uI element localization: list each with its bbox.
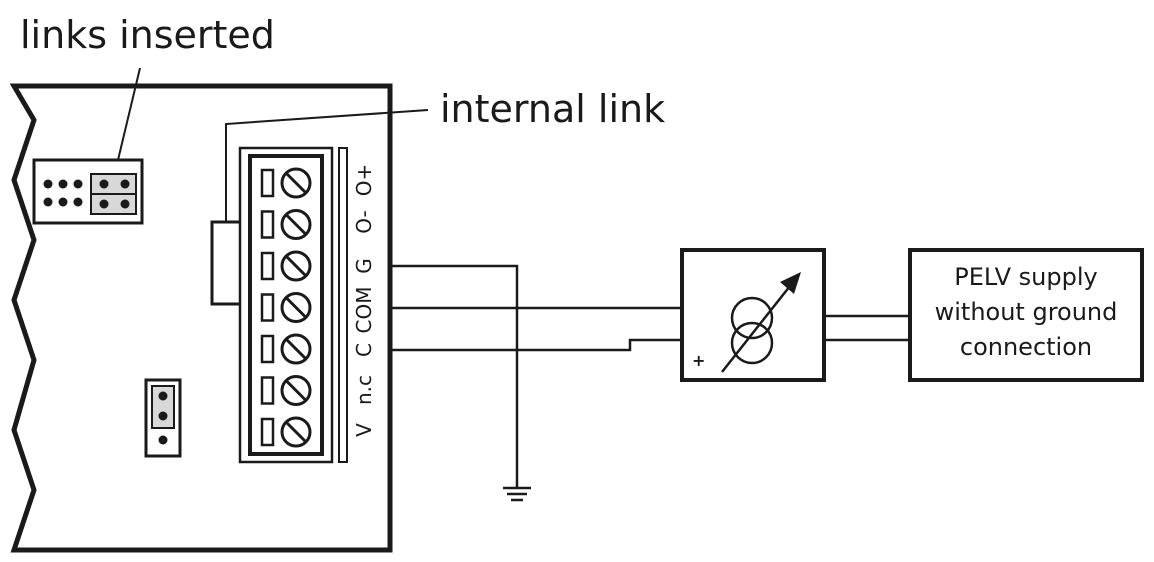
terminal-label: G (352, 258, 376, 274)
plus-sign: + (692, 351, 705, 370)
jumper-header (32, 158, 144, 225)
pelv-supply-box: PELV supply without ground connection (908, 248, 1144, 382)
terminal-screw (260, 167, 312, 199)
current-source: + (680, 248, 826, 382)
terminal-screw (260, 209, 312, 240)
terminal-label: O+ (352, 164, 376, 197)
jumper-link-2 (90, 193, 137, 215)
adjustable-arrow-head (780, 272, 801, 294)
source-circle-upper (730, 296, 774, 340)
device-housing (9, 83, 393, 553)
links-inserted-label: links inserted (20, 13, 275, 57)
terminal-label: COM (352, 287, 376, 334)
terminal-label: V (352, 423, 376, 437)
terminal-labels: Vn.c C COM G O- O+ (352, 164, 376, 437)
ground-icon (503, 486, 531, 502)
adjustable-arrow-shaft (721, 285, 791, 373)
terminal-label: n.c (352, 375, 376, 405)
links-inserted-leader (117, 67, 141, 161)
terminal-screws (260, 167, 312, 448)
terminal-label: O- (352, 210, 376, 234)
source-circle-lower (730, 321, 774, 365)
terminal-label: C (352, 343, 376, 357)
terminal-screw (260, 333, 312, 365)
internal-link-label: internal link (440, 87, 665, 131)
supply-text-line1: PELV supply (954, 263, 1097, 291)
wire-ground (390, 264, 519, 488)
terminal-screw (260, 250, 312, 282)
terminal-screw (260, 416, 312, 448)
supply-text-line3: connection (960, 333, 1092, 361)
vertical-jumper (144, 378, 182, 458)
internal-link-leader (225, 109, 429, 222)
supply-text-line2: without ground (935, 298, 1118, 326)
terminal-screw (260, 375, 312, 406)
terminal-screw (260, 292, 312, 323)
